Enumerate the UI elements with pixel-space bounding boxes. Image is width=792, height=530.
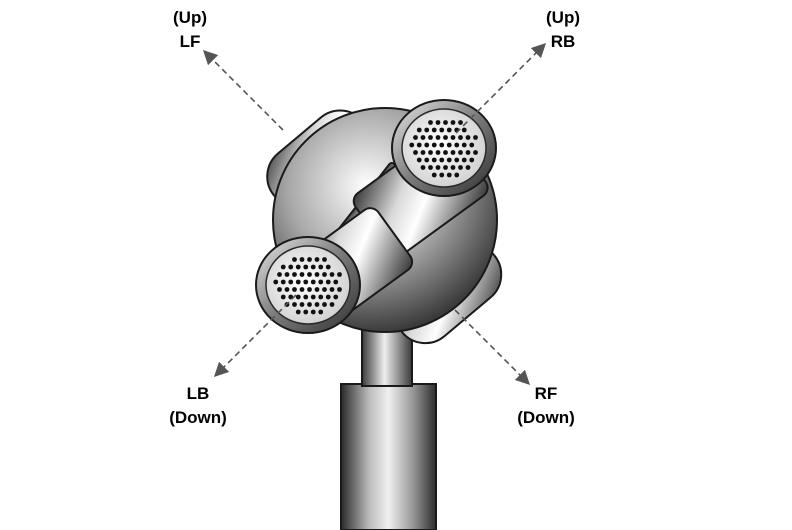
label-rf-line2: (Down) bbox=[517, 408, 575, 427]
arrow-rb bbox=[455, 42, 547, 134]
mic-handle bbox=[340, 383, 437, 530]
label-lb-line2: (Down) bbox=[169, 408, 227, 427]
label-rb-line1: (Up) bbox=[546, 8, 580, 27]
arrow-rf bbox=[454, 309, 531, 386]
mic-neck bbox=[361, 329, 413, 387]
label-rb: (Up) RB bbox=[503, 6, 623, 54]
label-rb-line2: RB bbox=[550, 32, 576, 51]
label-lb: LB (Down) bbox=[138, 382, 258, 430]
arrow-lf bbox=[202, 49, 284, 131]
label-lf: (Up) LF bbox=[130, 6, 250, 54]
label-lf-line2: LF bbox=[179, 32, 201, 51]
label-rf-line1: RF bbox=[534, 384, 558, 403]
capsule-lb bbox=[255, 207, 414, 334]
grille-holes-lb bbox=[273, 257, 342, 315]
arrow-lb bbox=[213, 294, 297, 378]
label-lb-line1: LB bbox=[186, 384, 210, 403]
label-rf: RF (Down) bbox=[486, 382, 606, 430]
label-lf-line1: (Up) bbox=[173, 8, 207, 27]
grille-holes-rb bbox=[409, 120, 478, 178]
